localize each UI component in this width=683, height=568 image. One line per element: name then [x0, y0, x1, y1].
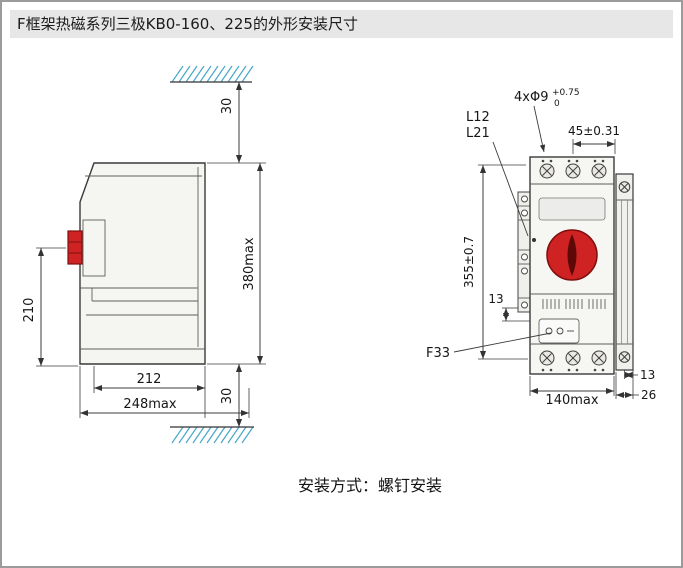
indicator-dot — [532, 238, 536, 242]
label-l21: L21 — [466, 126, 490, 141]
dim-overall-depth: 248max — [123, 397, 176, 412]
dim-overall-width: 140max — [545, 393, 598, 408]
bottom-terminal-screws — [539, 350, 607, 372]
din-clip-strip — [517, 191, 532, 313]
mounting-rail — [615, 173, 634, 371]
dim-handle-to-base: 210 — [22, 298, 37, 323]
installation-note: 安装方式：螺钉安装 — [298, 476, 442, 495]
label-holes-tol-lower: 0 — [554, 99, 560, 109]
side-view — [67, 162, 206, 365]
front-view-dimensions: 4xΦ9 +0.75 0 L12 L21 45±0.31 355±0.7 13 — [426, 88, 656, 408]
accessory-window — [538, 318, 580, 344]
rotary-knob-icon — [546, 229, 598, 281]
label-holes-tol-upper: +0.75 — [552, 88, 580, 98]
front-view — [517, 156, 634, 375]
label-f33: F33 — [426, 346, 450, 361]
dim-top-clearance: 30 — [220, 98, 235, 115]
label-mounting-holes: 4xΦ9 — [514, 90, 548, 105]
dim-hole-spacing-v: 355±0.7 — [462, 236, 476, 288]
side-view-dimensions: 30 380max 30 210 212 248max — [22, 82, 266, 427]
label-l12: L12 — [466, 110, 490, 125]
top-terminal-screws — [539, 159, 607, 179]
nameplate — [538, 197, 606, 221]
dim-body-depth: 212 — [137, 372, 162, 387]
dim-bottom-clearance: 30 — [220, 388, 235, 405]
dim-overall-height: 380max — [242, 237, 257, 290]
dim-rail-offset: 13 — [640, 368, 655, 382]
dim-rail-width: 26 — [641, 388, 656, 402]
dim-hole-spacing-h: 45±0.31 — [568, 124, 620, 138]
vent-slots — [542, 299, 606, 309]
page-title: F框架热磁系列三极KB0-160、225的外形安装尺寸 — [10, 10, 673, 38]
operating-handle-icon — [67, 230, 83, 265]
handle-housing — [82, 219, 106, 277]
wall-hatch-top — [171, 65, 254, 83]
wall-hatch-bottom — [171, 426, 254, 444]
dim-offset-left: 13 — [488, 292, 503, 306]
